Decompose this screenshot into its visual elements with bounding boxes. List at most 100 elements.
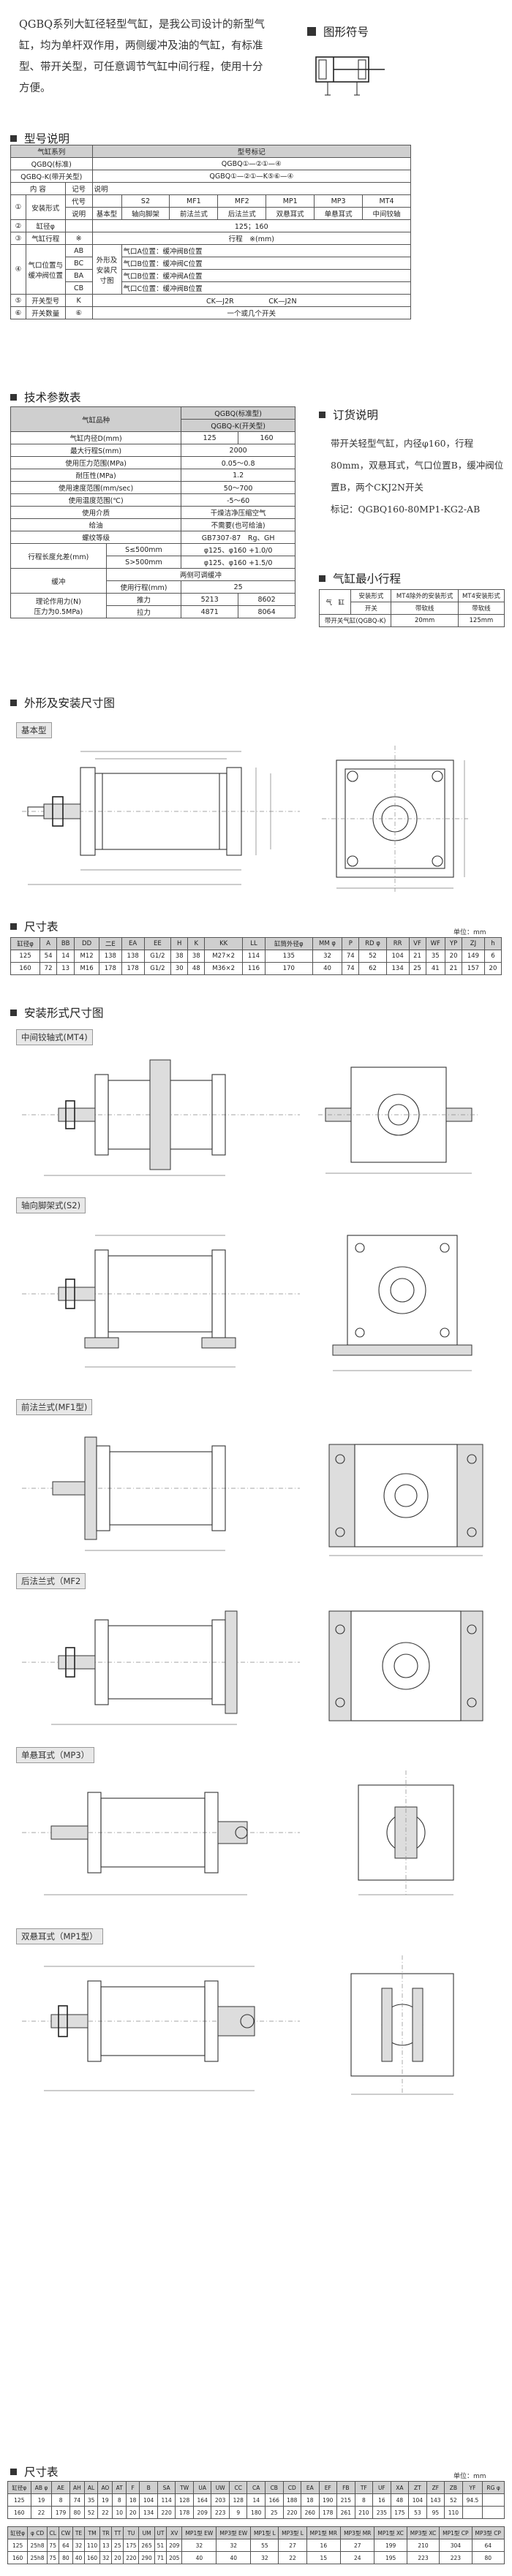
tech-r1-v: 2000 [181, 444, 295, 457]
dims2-header-10: TW [175, 2481, 194, 2494]
dims2b-r0-cell-10: 51 [154, 2539, 167, 2552]
dims2-header-9: SA [157, 2481, 176, 2494]
dims2-r0-cell-14: 14 [246, 2493, 266, 2507]
tech-r0-v2: 160 [238, 431, 295, 444]
row6-code: ⑥ [64, 306, 93, 319]
order-line-2: 置B，两个CKJ2N开关 [331, 482, 423, 493]
order-title-wrap: 订货说明 [319, 406, 378, 423]
ms-sub-1: 带软线 [391, 602, 459, 615]
dims2-header-12: UW [211, 2481, 230, 2494]
model-title-wrap: 型号说明 [10, 130, 69, 146]
dims2-header-5: AO [97, 2481, 113, 2494]
mount-code-mt4: MT4 [362, 194, 411, 208]
dims1-r0-cell-6: G1/2 [143, 950, 172, 963]
tech-r8-label: 螺纹等级 [10, 531, 182, 544]
order-line-0: 带开关轻型气缸，内径φ160，行程 [331, 438, 474, 449]
dims2-title: 尺寸表 [24, 2466, 59, 2479]
dims2b-header-16: MP1型 MR [306, 2526, 342, 2539]
dims2-r0-cell-1: 19 [30, 2493, 53, 2507]
dims2b-header-21: MP3型 CP [471, 2526, 505, 2539]
dims1-header-12: MM φ [312, 937, 343, 950]
dims2b-header-1: φ CD [27, 2526, 48, 2539]
dims1-r1-cell-3: M16 [74, 962, 99, 975]
dims2b-r1-cell-20: 223 [439, 2551, 473, 2564]
row2-label: 缸径φ [25, 219, 66, 232]
tech-r8-v: GB7307-87 Rg、GH [181, 531, 295, 544]
dims2b-r0-cell-17: 27 [340, 2539, 375, 2552]
dims1-r1-cell-15: 134 [385, 962, 410, 975]
dims1-header-8: K [187, 937, 206, 950]
ms-row-0: 带开关气缸(QGBQ-K) [318, 614, 392, 627]
dims2-r0-cell-16: 188 [282, 2493, 302, 2507]
dims2b-header-18: MP1型 XC [374, 2526, 407, 2539]
dims2-r0-cell-21: 16 [372, 2493, 391, 2507]
minstroke-title: 气缸最小行程 [333, 572, 402, 586]
dims2b-header-9: UM [138, 2526, 155, 2539]
mount-label-mt4: 中间铰轴式(MT4) [16, 1029, 93, 1045]
order-line-1: 80mm，双悬耳式，气口位置B，缓冲阀位 [331, 460, 504, 471]
tech-tol-0-k: S≤500mm [105, 543, 182, 556]
mount-label-s2: 轴向脚架式(S2) [16, 1197, 86, 1213]
dims2b-r0-cell-4: 32 [72, 2539, 85, 2552]
mt4-end-drawing [318, 1067, 479, 1174]
dims1-r0-cell-13: 74 [342, 950, 360, 963]
dims2-r1-cell-14: 180 [246, 2506, 266, 2519]
square-bullet-icon [10, 2468, 17, 2475]
dims2-r1-cell-9: 220 [157, 2506, 176, 2519]
square-bullet-icon [319, 575, 325, 582]
dims2-r1-cell-10: 178 [175, 2506, 194, 2519]
mp1-end-drawing [350, 1955, 454, 2095]
dims2b-r0-cell-5: 110 [83, 2539, 101, 2552]
ms-header-3: MT4安装形式 [457, 589, 505, 602]
dims2-r0-cell-19: 215 [336, 2493, 355, 2507]
dims2-r1-cell-17: 260 [301, 2506, 320, 2519]
dims2-r1-cell-3: 80 [69, 2506, 85, 2519]
mf1-side-drawing [22, 1436, 300, 1551]
mount-desc-4: 双悬耳式 [266, 207, 315, 220]
dims2b-header-19: MP3型 XC [406, 2526, 440, 2539]
dims2-r0-cell-17: 18 [301, 2493, 320, 2507]
dims1-r1-cell-20: 20 [483, 962, 502, 975]
tech-header-std: QGBQ(标准型) [181, 406, 295, 420]
dims2-header-11: UA [192, 2481, 212, 2494]
dims2b-r1-cell-13: 40 [216, 2551, 252, 2564]
model-series-k: QGBQ-K(带开关型) [10, 170, 93, 183]
dims1-header-19: ZJ [462, 937, 485, 950]
cushion-desc-3: 气口C位置：缓冲阀B位置 [121, 281, 412, 295]
tech-r4-v: 50～700 [181, 481, 295, 494]
square-bullet-icon [307, 27, 316, 36]
dims2-header-17: EA [301, 2481, 320, 2494]
dims2-header-27: RG φ [482, 2481, 505, 2494]
dims2-r1-cell-7: 20 [125, 2506, 140, 2519]
dims1-r1-cell-18: 21 [445, 962, 463, 975]
dims2b-header-2: CL [46, 2526, 59, 2539]
dims2-r0-cell-4: 35 [83, 2493, 99, 2507]
tech-force-1-v1: 4871 [181, 605, 239, 618]
mount-desc-3: 后法兰式 [217, 207, 267, 220]
dims2b-r1-cell-5: 160 [83, 2551, 101, 2564]
tech-r2-label: 使用压力范围(MPa) [10, 456, 182, 469]
dims2b-r0-cell-8: 175 [123, 2539, 140, 2552]
dims2-r0-cell-11: 164 [192, 2493, 212, 2507]
square-bullet-icon [10, 1009, 17, 1016]
tech-title-wrap: 技术参数表 [10, 389, 81, 405]
dims2b-r1-cell-11: 205 [166, 2551, 183, 2564]
cushion-desc-2: 气口B位置：缓冲阀A位置 [121, 269, 412, 282]
dims2b-header-6: TR [99, 2526, 113, 2539]
tech-table: 气缸品种 QGBQ(标准型) QGBQ-K(开关型) 气缸内径D(mm) 125… [10, 406, 296, 618]
cushion-code-3: CB [64, 281, 93, 295]
outline-title-wrap: 外形及安装尺寸图 [10, 694, 115, 711]
outline-title: 外形及安装尺寸图 [24, 697, 116, 710]
order-title: 订货说明 [333, 409, 379, 422]
dims2-r1-cell-12: 223 [211, 2506, 230, 2519]
dims2-header-2: AE [51, 2481, 70, 2494]
row3-code: ※ [64, 232, 93, 245]
row5-code: K [64, 294, 93, 307]
dims1-header-7: H [170, 937, 189, 950]
dims1-r0-cell-2: 14 [56, 950, 75, 963]
dims2b-header-15: MP3型 L [278, 2526, 307, 2539]
mount-row-desc: 说明 [64, 207, 93, 220]
tech-r4-label: 使用速度范围(mm/sec) [10, 481, 182, 494]
